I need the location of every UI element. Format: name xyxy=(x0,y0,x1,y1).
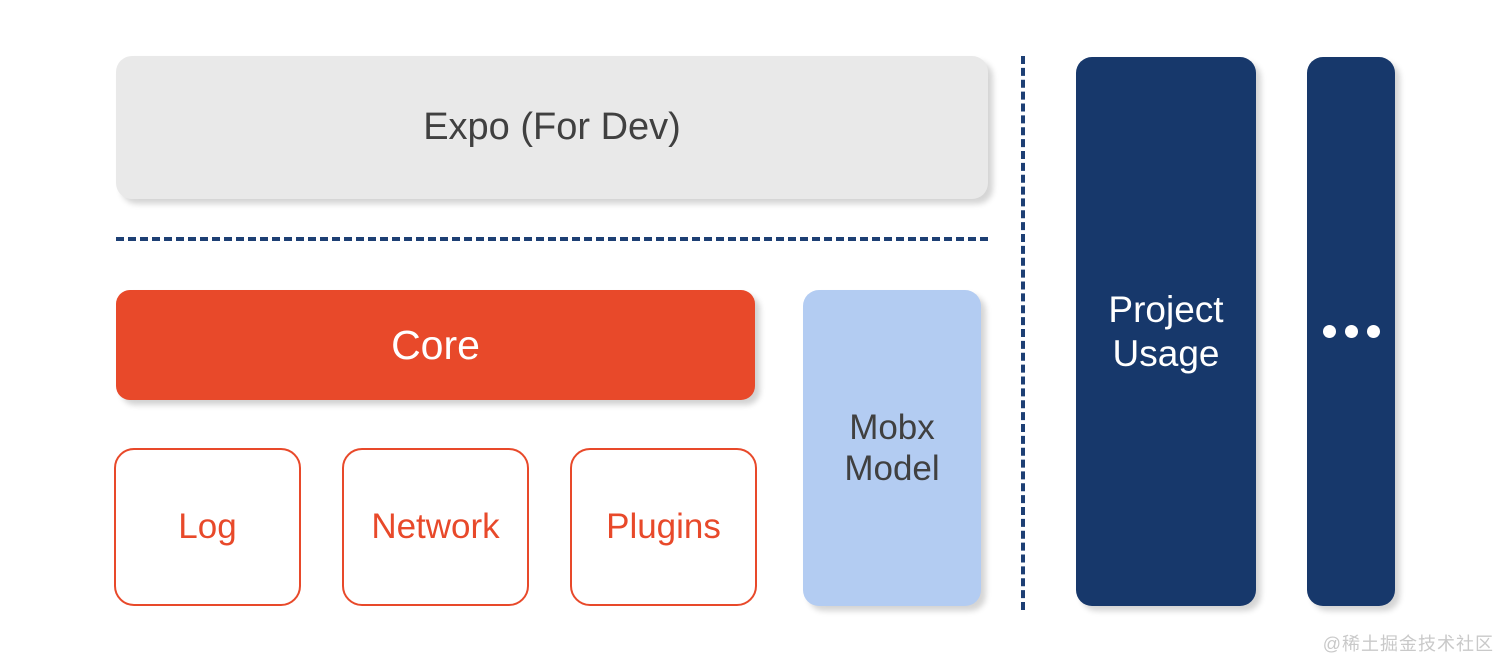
watermark: @稀土掘金技术社区 xyxy=(1322,634,1494,654)
node-module-log[interactable]: Log xyxy=(114,448,301,606)
node-project-usage[interactable]: Project Usage xyxy=(1076,57,1256,606)
dashed-vertical-divider xyxy=(1021,56,1025,610)
ellipsis-dot xyxy=(1344,325,1358,338)
ellipsis-dot xyxy=(1322,325,1336,338)
node-expo-for-dev[interactable]: Expo (For Dev) xyxy=(116,56,988,199)
node-more-projects[interactable] xyxy=(1307,57,1395,606)
ellipsis-icon xyxy=(1322,325,1380,338)
node-mobx-model[interactable]: Mobx Model xyxy=(803,290,981,606)
node-module-network[interactable]: Network xyxy=(342,448,529,606)
ellipsis-dot xyxy=(1366,325,1380,338)
node-core[interactable]: Core xyxy=(116,290,755,400)
dashed-horizontal-divider xyxy=(116,237,988,241)
node-module-plugins[interactable]: Plugins xyxy=(570,448,757,606)
